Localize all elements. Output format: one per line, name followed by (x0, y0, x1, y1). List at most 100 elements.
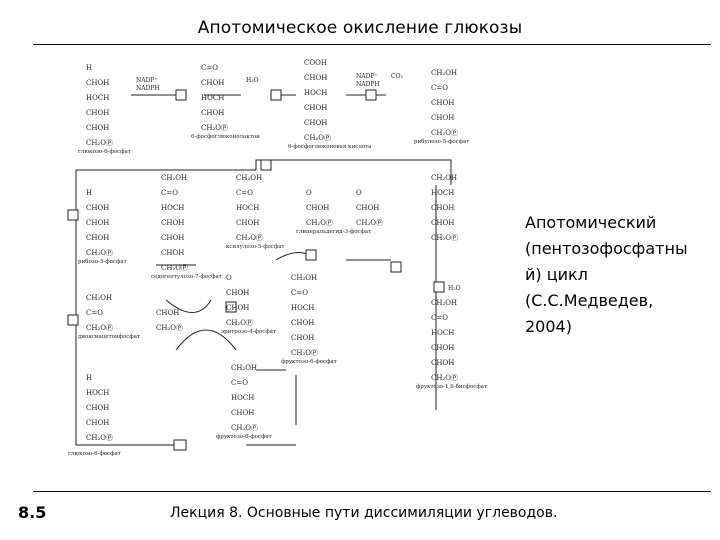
label-phosphogluconolactone: 6-фосфоглюконолактон (191, 133, 260, 140)
svg-text:CH₂OⓅ: CH₂OⓅ (431, 234, 458, 242)
svg-text:CH₂OⓅ: CH₂OⓅ (236, 234, 263, 242)
svg-text:CHOH: CHOH (86, 404, 109, 412)
label-fructose-bisphosphate: фруктозо-1,6-бисфосфат (416, 383, 487, 390)
svg-text:HOCH: HOCH (201, 94, 224, 102)
reagent-water: H₂O (246, 77, 259, 84)
label-sedoheptulose-7-phosphate: седогептулозо-7-фосфат (151, 273, 222, 280)
svg-text:O: O (226, 274, 232, 282)
svg-text:CH₂OⓅ: CH₂OⓅ (86, 249, 113, 257)
reagent-nadph-2: NADPH (356, 81, 380, 88)
svg-text:CH₂OH: CH₂OH (86, 294, 112, 302)
svg-text:HOCH: HOCH (291, 304, 314, 312)
svg-text:CHOH: CHOH (86, 219, 109, 227)
svg-text:CH₂OH: CH₂OH (431, 299, 457, 307)
svg-text:C=O: C=O (86, 309, 103, 317)
svg-text:CHOH: CHOH (201, 109, 224, 117)
slide-number: 8.5 (18, 503, 46, 522)
reagent-nadp-2: NADP⁺ (356, 73, 378, 80)
caption-line: Апотомический (525, 210, 705, 236)
svg-text:C=O: C=O (201, 64, 218, 72)
bottom-rule (33, 491, 711, 492)
svg-text:CHOH: CHOH (306, 204, 329, 212)
svg-text:CHOH: CHOH (201, 79, 224, 87)
svg-text:CH₂OⓅ: CH₂OⓅ (86, 139, 113, 147)
svg-text:CHOH: CHOH (356, 204, 379, 212)
cycle-loop-right (256, 160, 451, 185)
svg-text:C=O: C=O (231, 379, 248, 387)
svg-text:CHOH: CHOH (431, 99, 454, 107)
top-rule (33, 44, 711, 45)
svg-text:H: H (86, 189, 92, 197)
svg-text:C=O: C=O (236, 189, 253, 197)
svg-text:CH₂OⓅ: CH₂OⓅ (231, 424, 258, 432)
diagram-caption: Апотомический (пентозофосфатны й) цикл (… (525, 210, 705, 340)
svg-text:CHOH: CHOH (161, 249, 184, 257)
label-dihydroxyacetone-phosphate: диоксиацетонфосфат (78, 333, 140, 340)
reagent-co2: CO₂ (391, 73, 404, 80)
svg-text:CHOH: CHOH (86, 109, 109, 117)
svg-text:CHOH: CHOH (161, 234, 184, 242)
svg-text:CHOH: CHOH (304, 119, 327, 127)
svg-text:CHOH: CHOH (431, 204, 454, 212)
svg-text:O: O (306, 189, 312, 197)
svg-text:CH₂OⓅ: CH₂OⓅ (431, 129, 458, 137)
svg-text:CH₂OH: CH₂OH (231, 364, 257, 372)
svg-text:C=O: C=O (431, 314, 448, 322)
caption-line: 2004) (525, 314, 705, 340)
label-erythrose-4-phosphate: эритрозо-4-фосфат (221, 328, 276, 335)
footer-text: Лекция 8. Основные пути диссимиляции угл… (170, 505, 557, 521)
reagent-water-2: H₂O (448, 285, 461, 292)
svg-text:CH₂OⓅ: CH₂OⓅ (86, 434, 113, 442)
svg-text:CHOH: CHOH (86, 234, 109, 242)
reagent-nadph: NADPH (136, 85, 160, 92)
svg-text:HOCH: HOCH (86, 389, 109, 397)
label-phosphogluconate: 6-фосфоглюконовая кислота (288, 143, 372, 150)
svg-text:O: O (356, 189, 362, 197)
svg-text:CHOH: CHOH (431, 114, 454, 122)
svg-text:C=O: C=O (161, 189, 178, 197)
svg-text:CHOH: CHOH (226, 289, 249, 297)
svg-text:C=O: C=O (291, 289, 308, 297)
label-fructose-6-phosphate: фруктозо-6-фосфат (281, 358, 337, 365)
svg-text:CHOH: CHOH (226, 304, 249, 312)
label-xylulose-5-phosphate: ксилулозо-5-фосфат (226, 243, 285, 250)
slide-title: Апотомическое окисление глюкозы (0, 18, 720, 38)
svg-text:CH₂OⓅ: CH₂OⓅ (291, 349, 318, 357)
svg-text:CH₂OⓅ: CH₂OⓅ (86, 324, 113, 332)
svg-text:CHOH: CHOH (86, 419, 109, 427)
svg-text:HOCH: HOCH (231, 394, 254, 402)
svg-text:CH₂OH: CH₂OH (161, 174, 187, 182)
svg-text:HOCH: HOCH (161, 204, 184, 212)
svg-text:CH₂OH: CH₂OH (236, 174, 262, 182)
svg-text:CHOH: CHOH (86, 79, 109, 87)
svg-text:CHOH: CHOH (304, 74, 327, 82)
svg-text:CH₂OⓅ: CH₂OⓅ (201, 124, 228, 132)
svg-text:CHOH: CHOH (86, 204, 109, 212)
svg-text:CHOH: CHOH (161, 219, 184, 227)
svg-text:H: H (86, 64, 92, 72)
svg-text:CH₂OH: CH₂OH (431, 174, 457, 182)
svg-text:CH₂OⓅ: CH₂OⓅ (356, 219, 383, 227)
svg-text:HOCH: HOCH (431, 189, 454, 197)
caption-line: й) цикл (525, 262, 705, 288)
svg-text:CHOH: CHOH (431, 344, 454, 352)
svg-text:CH₂OH: CH₂OH (291, 274, 317, 282)
label-glucose-6-phosphate-bottom: глюкозо-6-фосфат (68, 450, 121, 457)
svg-text:CHOH: CHOH (431, 219, 454, 227)
svg-text:HOCH: HOCH (236, 204, 259, 212)
caption-line: (пентозофосфатны (525, 236, 705, 262)
svg-text:CHOH: CHOH (431, 359, 454, 367)
svg-text:CH₂OH: CH₂OH (431, 69, 457, 77)
svg-text:CH₂OⓅ: CH₂OⓅ (431, 374, 458, 382)
svg-text:CHOH: CHOH (291, 319, 314, 327)
label-glucose-6-phosphate: глюкозо-6-фосфат (78, 148, 131, 155)
label-fructose-6-phosphate-bottom: фруктозо-6-фосфат (216, 433, 272, 440)
svg-text:H: H (86, 374, 92, 382)
svg-text:CHOH: CHOH (304, 104, 327, 112)
svg-text:CH₂OⓅ: CH₂OⓅ (306, 219, 333, 227)
reagent-nadp: NADP⁺ (136, 77, 158, 84)
svg-text:CHOH: CHOH (291, 334, 314, 342)
svg-text:CHOH: CHOH (231, 409, 254, 417)
label-ribose-5-phosphate: рибозо-5-фосфат (78, 258, 127, 265)
svg-text:CHOH: CHOH (156, 309, 179, 317)
